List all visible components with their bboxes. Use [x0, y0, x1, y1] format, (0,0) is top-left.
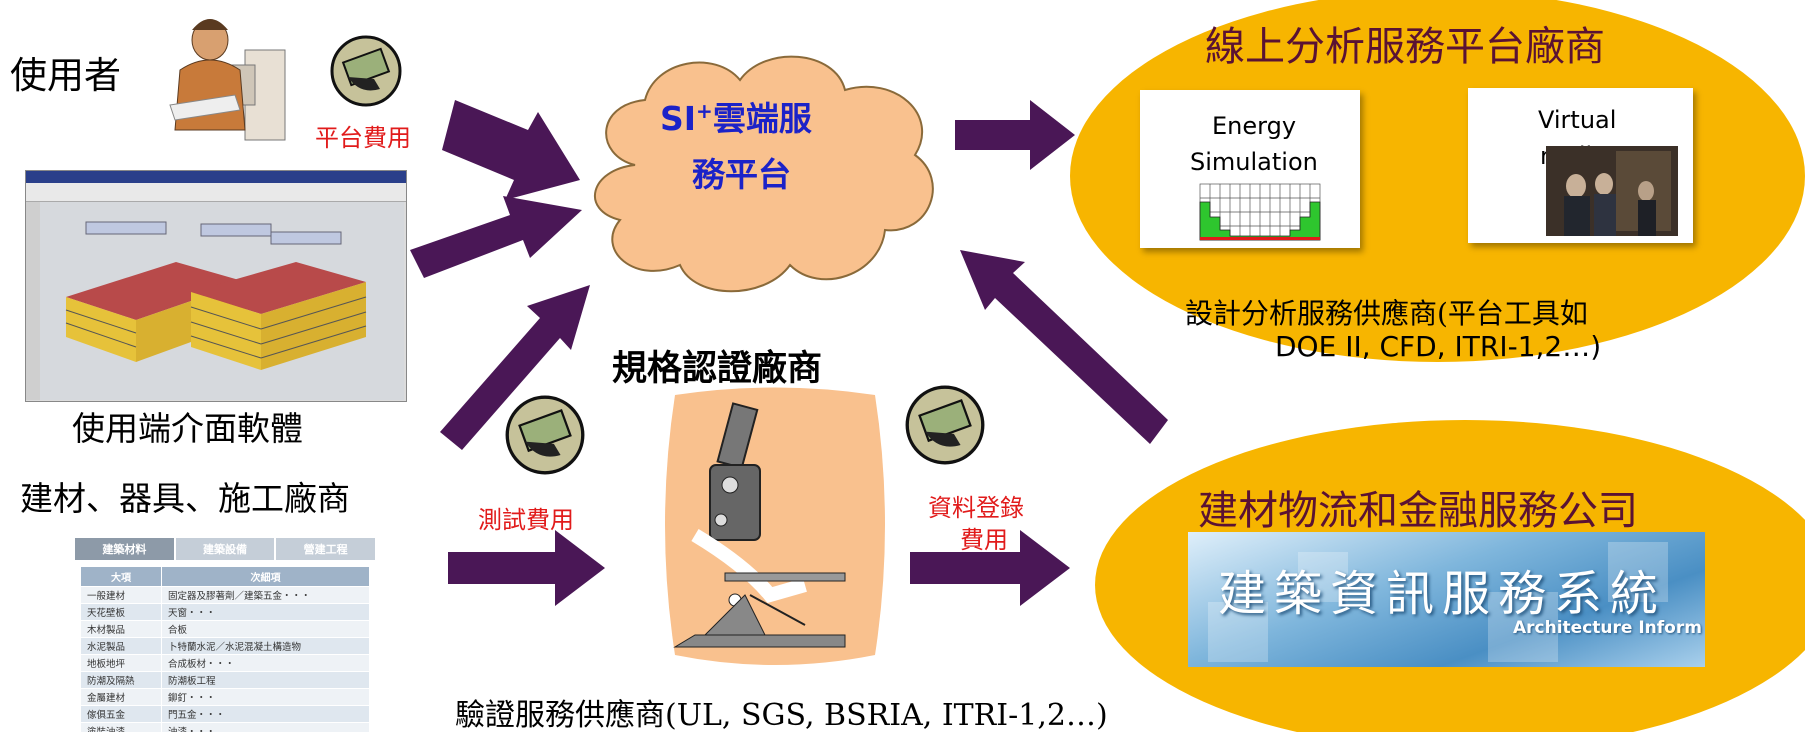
cloud-title-rest: 雲端服	[712, 99, 812, 138]
window-toolbar	[26, 183, 406, 202]
online-vendor-title: 線上分析服務平台廠商	[1205, 24, 1605, 70]
design-provider-line1: 設計分析服務供應商(平台工具如	[1185, 297, 1588, 330]
table-cell: 天花壁板	[80, 603, 162, 621]
table-cell: 合板	[160, 620, 371, 638]
cloud-title-line1: SI+雲端服	[660, 92, 812, 140]
vendors-label: 建材、器具、施工廠商	[20, 479, 350, 518]
microscope-icon	[665, 387, 885, 665]
money-hand-icon	[905, 385, 985, 465]
person-at-computer-icon	[169, 19, 286, 141]
spec-cert-label: 規格認證廠商	[612, 348, 823, 389]
money-hand-icon	[330, 35, 402, 107]
arrow-cert-to-logistics	[910, 530, 1070, 606]
cloud-title-line2: 務平台	[692, 155, 791, 194]
table-header-row: 大項 次細項	[80, 566, 371, 587]
table-row[interactable]: 一般建材固定器及膠著劑／建築五金・・・	[80, 586, 371, 604]
energy-sim-line1: Energy	[1212, 112, 1297, 140]
cloud-title-si: SI	[660, 99, 697, 138]
cloud-platform-shape	[593, 55, 934, 293]
table-row[interactable]: 防潮及隔熱防潮板工程	[80, 671, 371, 689]
energy-sim-line2: Simulation	[1190, 148, 1318, 176]
data-fee-label-2: 費用	[960, 526, 1008, 554]
arrow-user-to-cloud	[442, 100, 580, 200]
table-cell: 合成板材・・・	[160, 654, 371, 672]
design-provider-line2: DOE II, CFD, ITRI-1,2…)	[1275, 330, 1602, 363]
user-label: 使用者	[10, 54, 121, 97]
table-cell: 金屬建材	[80, 688, 162, 706]
table-row[interactable]: 天花壁板天窗・・・	[80, 603, 371, 621]
virtual-reality-card: Virtual reality	[1468, 88, 1693, 243]
cloud-title-sup: +	[696, 99, 713, 123]
table-cell: 油漆・・・	[160, 722, 371, 732]
virtual-reality-photo	[1546, 146, 1678, 236]
platform-fee-label: 平台費用	[315, 124, 411, 152]
arch-inform-caption: Architecture Inform	[1513, 618, 1702, 638]
window-titlebar	[26, 171, 406, 183]
architecture-info-banner: 建築資訊服務系統 Architecture Inform	[1188, 532, 1705, 667]
arrow-logistics-to-cloud	[960, 250, 1168, 444]
table-cell: 防潮板工程	[160, 671, 371, 689]
arrow-vendors-to-cert	[448, 530, 605, 606]
tab-building-equipment[interactable]: 建築設備	[175, 538, 275, 560]
table-header: 次細項	[160, 566, 371, 587]
verification-provider-label: 驗證服務供應商(UL, SGS, BSRIA, ITRI-1,2…)	[455, 698, 1108, 732]
materials-tabs: 建築材料 建築設備 營建工程	[75, 538, 376, 560]
virtual-line1: Virtual	[1538, 106, 1617, 134]
table-cell: 地板地坪	[80, 654, 162, 672]
table-cell: 水泥製品	[80, 637, 162, 655]
money-hand-icon	[505, 395, 585, 475]
table-row[interactable]: 地板地坪合成板材・・・	[80, 654, 371, 672]
client-software-screenshot	[25, 170, 407, 402]
table-cell: 塗裝油漆	[80, 722, 162, 732]
test-fee-label: 測試費用	[478, 506, 574, 534]
table-cell: 門五金・・・	[160, 705, 371, 723]
materials-table: 大項 次細項 一般建材固定器及膠著劑／建築五金・・・ 天花壁板天窗・・・ 木材製…	[80, 566, 371, 732]
arrow-cloud-to-online	[955, 100, 1075, 170]
logistics-title: 建材物流和金融服務公司	[1198, 488, 1638, 534]
table-row[interactable]: 木材製品合板	[80, 620, 371, 638]
arrow-vendors-to-cloud	[440, 285, 590, 450]
table-cell: 天窗・・・	[160, 603, 371, 621]
table-row[interactable]: 傢俱五金門五金・・・	[80, 705, 371, 723]
table-cell: 木材製品	[80, 620, 162, 638]
arrow-software-to-cloud	[410, 196, 582, 278]
table-cell: 一般建材	[80, 586, 162, 604]
building-model-icon	[26, 202, 404, 400]
client-software-label: 使用端介面軟體	[72, 409, 303, 448]
energy-chart-thumbnail	[1199, 183, 1321, 241]
table-row[interactable]: 金屬建材鉚釘・・・	[80, 688, 371, 706]
table-row[interactable]: 水泥製品卜特蘭水泥／水泥混凝土構造物	[80, 637, 371, 655]
tab-building-materials[interactable]: 建築材料	[75, 538, 174, 560]
table-cell: 固定器及膠著劑／建築五金・・・	[160, 586, 371, 604]
table-cell: 鉚釘・・・	[160, 688, 371, 706]
tab-construction[interactable]: 營建工程	[276, 538, 376, 560]
table-cell: 傢俱五金	[80, 705, 162, 723]
table-cell: 卜特蘭水泥／水泥混凝土構造物	[160, 637, 371, 655]
table-row[interactable]: 塗裝油漆油漆・・・	[80, 722, 371, 732]
table-cell: 防潮及隔熱	[80, 671, 162, 689]
data-fee-label-1: 資料登錄	[928, 494, 1024, 522]
table-header: 大項	[80, 566, 162, 587]
arch-system-title: 建築資訊服務系統	[1218, 566, 1667, 622]
materials-table-panel: 建築材料 建築設備 營建工程 大項 次細項 一般建材固定器及膠著劑／建築五金・・…	[75, 538, 376, 732]
energy-simulation-card: Energy Simulation	[1140, 90, 1360, 248]
banner-blocks	[1208, 542, 1668, 662]
